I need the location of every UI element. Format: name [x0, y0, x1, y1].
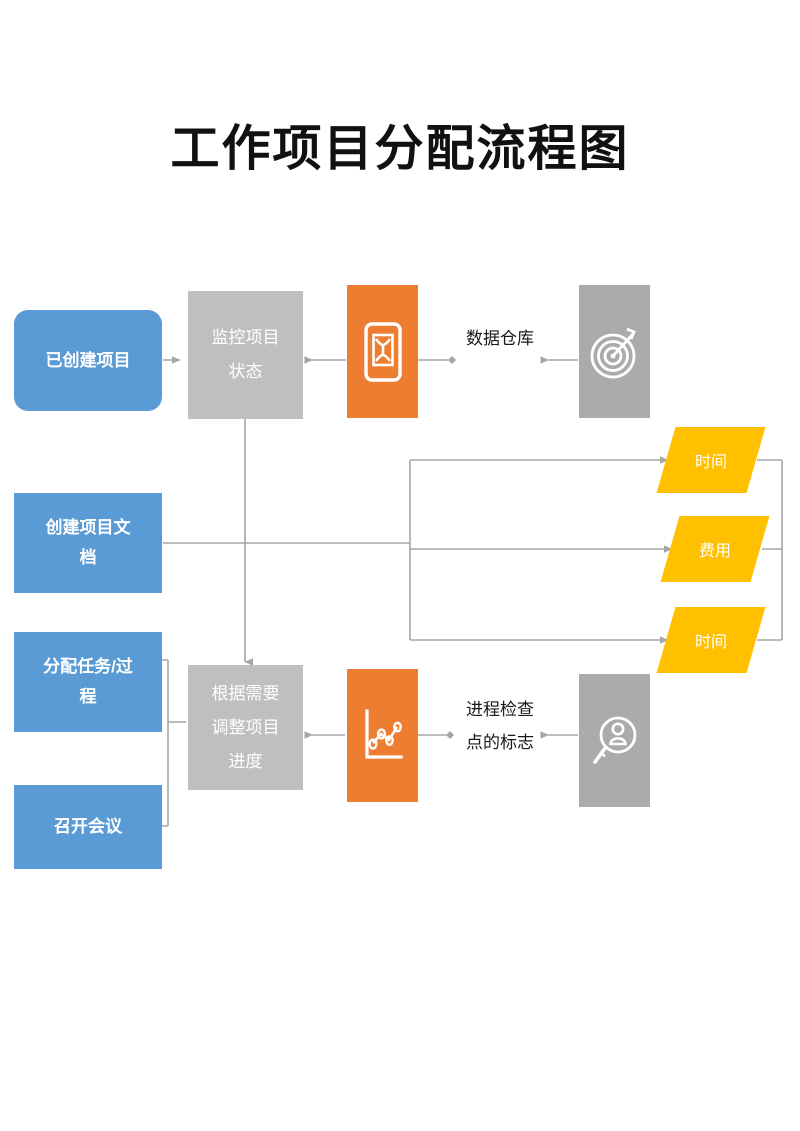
tablet-device-icon	[347, 285, 418, 418]
node-person-search-icon-box[interactable]	[579, 674, 650, 807]
parallelogram-label: 费用	[698, 543, 731, 560]
node-project-created[interactable]: 已创建项目	[14, 310, 162, 411]
node-monitor-status[interactable]: 监控项目 状态	[188, 291, 303, 419]
label-checkpoint: 进程检查 点的标志	[466, 700, 534, 752]
node-create-docs[interactable]: 创建项目文 档	[14, 493, 162, 593]
node-create-docs-label: 创建项目文 档	[45, 518, 131, 567]
node-assign-tasks[interactable]: 分配任务/过 程	[14, 632, 162, 732]
node-hold-meeting[interactable]: 召开会议	[14, 785, 162, 869]
label-data-warehouse: 数据仓库	[466, 329, 534, 348]
node-assign-tasks-label: 分配任务/过 程	[43, 657, 133, 706]
parallelogram-label: 时间	[694, 634, 727, 651]
node-chart-icon-box[interactable]	[347, 669, 418, 802]
node-parallelogram-time-1[interactable]: 时间	[656, 427, 766, 493]
line-chart-icon	[347, 669, 418, 802]
node-parallelogram-cost[interactable]: 费用	[660, 516, 770, 582]
page-title: 工作项目分配流程图	[170, 122, 630, 176]
node-hold-meeting-label: 召开会议	[54, 817, 122, 836]
node-adjust-progress[interactable]: 根据需要 调整项目 进度	[188, 665, 303, 790]
node-monitor-status-label: 监控项目 状态	[211, 328, 280, 381]
person-magnifier-icon	[579, 674, 650, 807]
node-target-icon-box[interactable]	[579, 285, 650, 418]
node-project-created-label: 已创建项目	[45, 350, 131, 370]
parallelogram-label: 时间	[694, 454, 727, 471]
node-parallelogram-time-2[interactable]: 时间	[656, 607, 766, 673]
node-tablet-icon-box[interactable]	[347, 285, 418, 418]
node-adjust-progress-label: 根据需要 调整项目 进度	[211, 683, 280, 771]
target-dartboard-icon	[579, 285, 650, 418]
